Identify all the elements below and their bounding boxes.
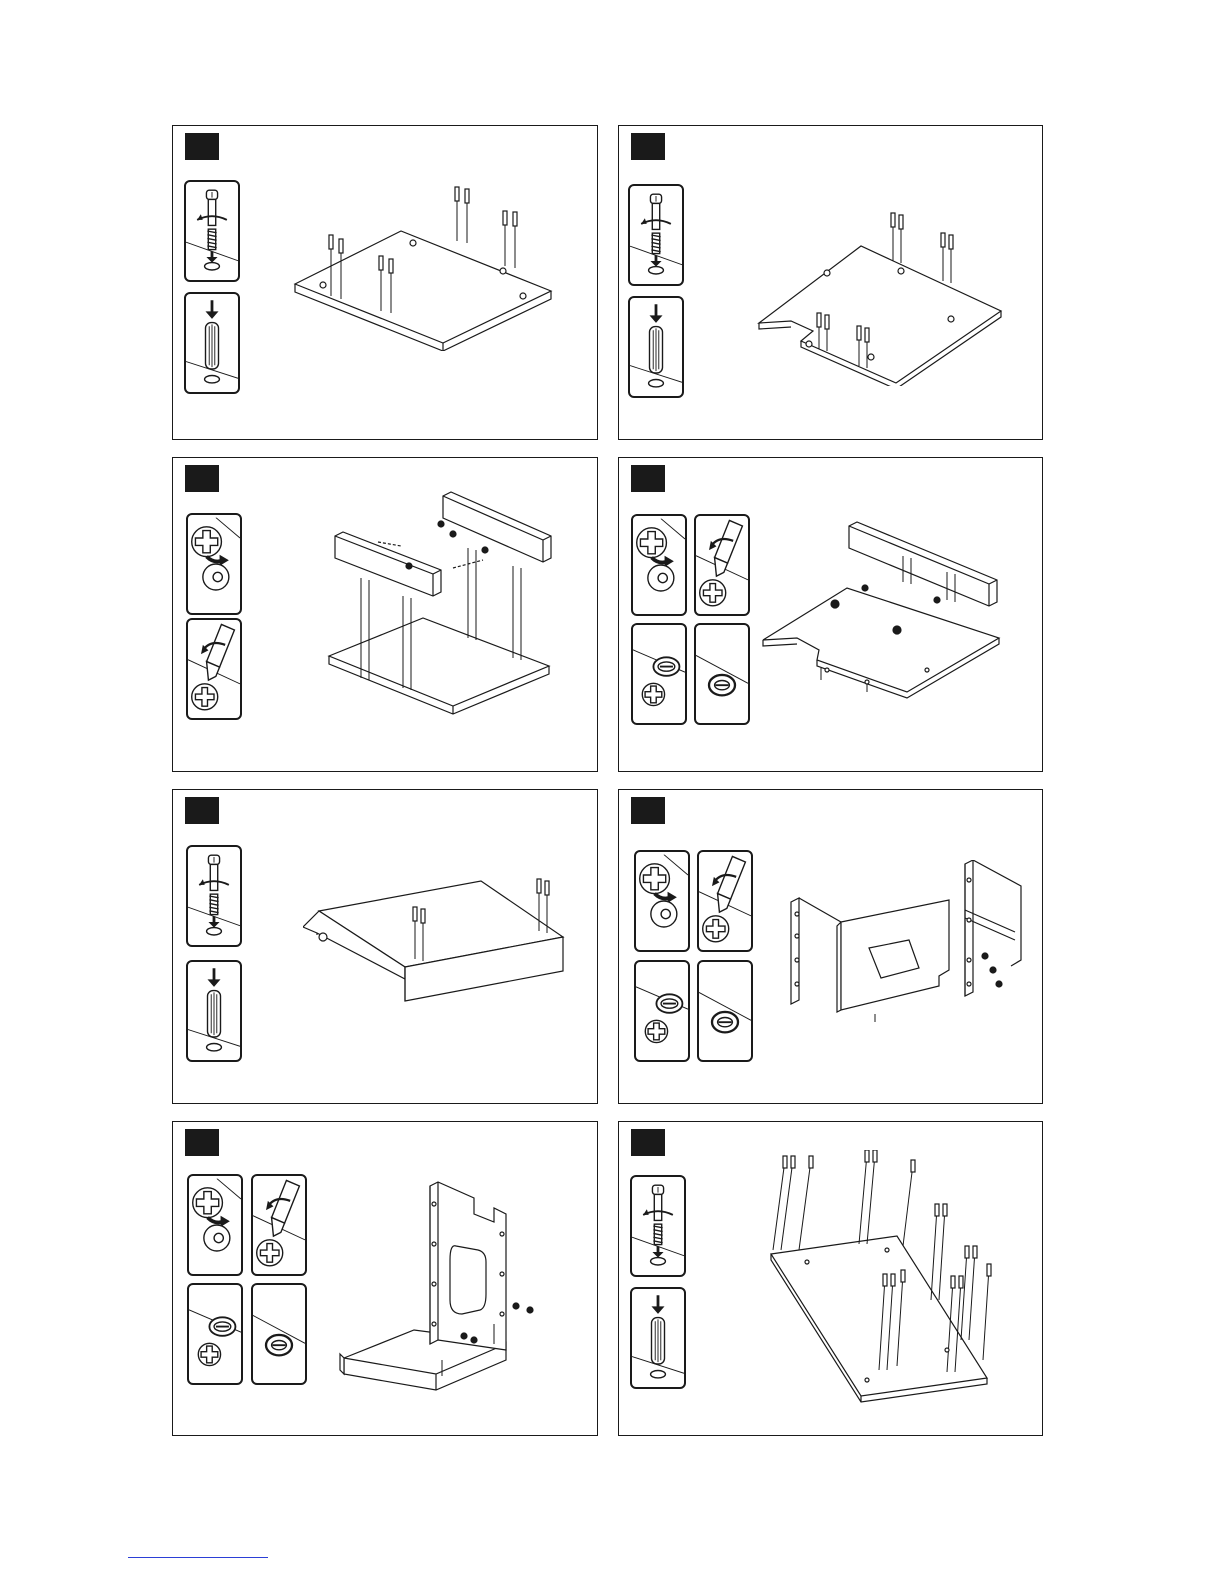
cam-cover-cap-icon (631, 623, 687, 725)
step-1-panel (172, 125, 598, 440)
cam-cover-cap-icon (634, 960, 690, 1062)
panel-dowel-illustration (283, 181, 583, 351)
dowel-icon (630, 1287, 686, 1389)
step-number-badge (631, 1129, 665, 1156)
dowel-icon (628, 296, 684, 398)
cam-bolt-icon (184, 180, 240, 282)
screwdriver-tighten-icon (694, 514, 750, 616)
step-number-badge (631, 797, 665, 824)
dowel-icon (186, 960, 242, 1062)
step-6-panel (618, 789, 1043, 1104)
cam-lock-insert-icon (186, 513, 242, 615)
cam-lock-insert-icon (187, 1174, 243, 1276)
step-number-badge (185, 133, 219, 160)
panel-notch-dowel-illustration (751, 211, 1011, 386)
cam-lock-insert-icon (631, 514, 687, 616)
rails-to-panel-illustration (323, 488, 573, 728)
step-number-badge (631, 133, 665, 160)
step-number-badge (185, 1129, 219, 1156)
step-number-badge (185, 465, 219, 492)
step-number-badge (631, 465, 665, 492)
cam-cover-cap-icon (187, 1283, 243, 1385)
step-5-panel (172, 789, 598, 1104)
dowel-icon (184, 292, 240, 394)
cam-bolt-icon (630, 1175, 686, 1277)
cam-cover-fitted-icon (697, 960, 753, 1062)
cam-bolt-icon (186, 845, 242, 947)
rail-to-notched-panel-illustration (757, 520, 1007, 730)
assembled-shelf-dowel-illustration (303, 875, 573, 1005)
step-7-panel (172, 1121, 598, 1436)
screwdriver-tighten-icon (251, 1174, 307, 1276)
side-panels-assembly-illustration (789, 860, 1029, 1030)
step-2-panel (618, 125, 1043, 440)
top-panel-dowel-illustration (767, 1150, 1007, 1405)
upright-panel-on-base-illustration (338, 1164, 568, 1399)
screwdriver-tighten-icon (697, 850, 753, 952)
cam-cover-fitted-icon (694, 623, 750, 725)
screwdriver-tighten-icon (186, 618, 242, 720)
cam-lock-insert-icon (634, 850, 690, 952)
step-number-badge (185, 797, 219, 824)
footer-link-underline[interactable] (128, 1557, 268, 1558)
step-8-panel (618, 1121, 1043, 1436)
step-4-panel (618, 457, 1043, 772)
step-3-panel (172, 457, 598, 772)
cam-bolt-icon (628, 184, 684, 286)
cam-cover-fitted-icon (251, 1283, 307, 1385)
